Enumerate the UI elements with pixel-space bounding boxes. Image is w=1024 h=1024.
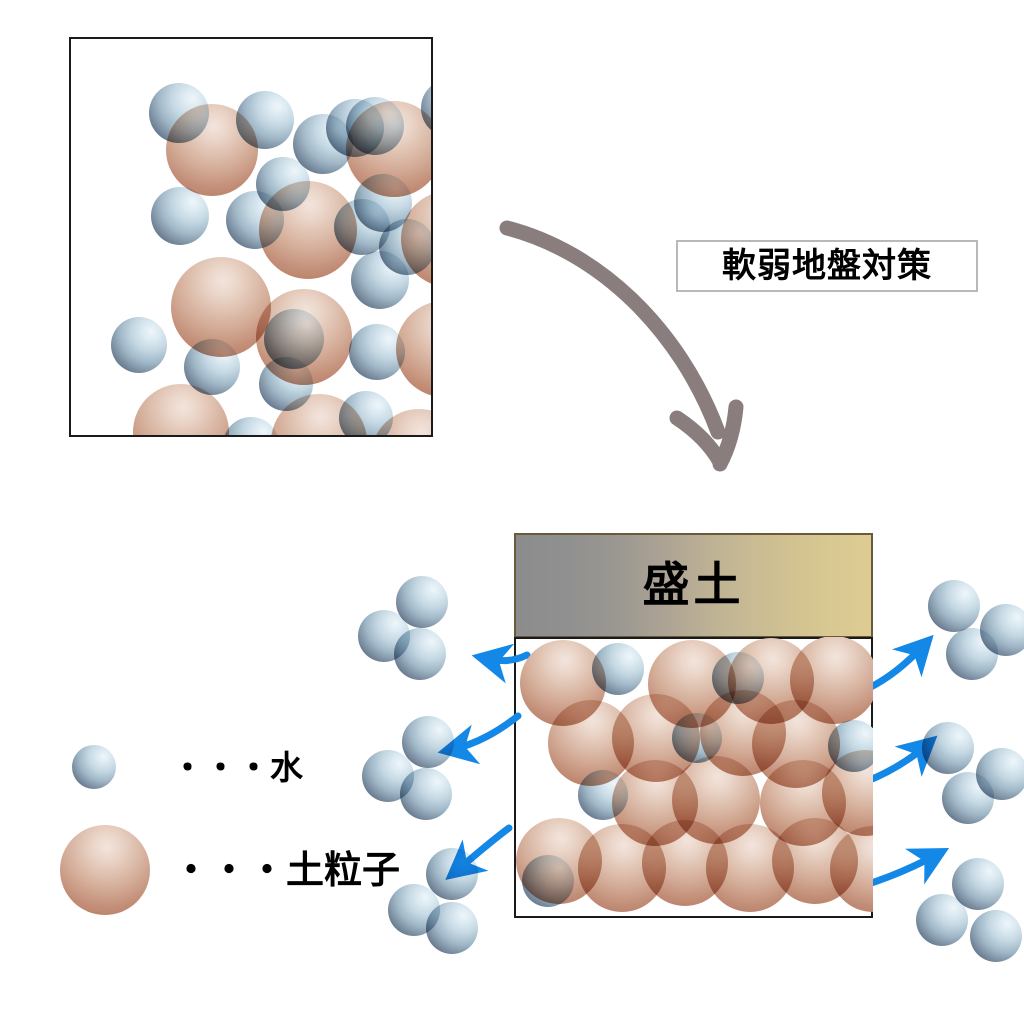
legend-item-soil: ・・・土粒子: [60, 825, 400, 915]
embankment-fill-label: 盛土: [642, 558, 745, 613]
water-sphere: [402, 716, 454, 768]
legend-label-soil: ・・・土粒子: [172, 848, 401, 892]
water-sphere: [184, 339, 240, 395]
countermeasure-callout: 軟弱地盤対策: [676, 240, 978, 292]
water-sphere: [400, 768, 452, 820]
water-sphere: [426, 902, 478, 954]
water-sphere: [149, 83, 209, 143]
legend: ・・・水 ・・・土粒子: [60, 735, 400, 925]
water-sphere: [922, 722, 974, 774]
water-sphere: [916, 894, 968, 946]
water-sphere: [259, 357, 313, 411]
water-sphere: [928, 580, 980, 632]
water-arrow-right-bottom: [858, 848, 950, 890]
water-sphere: [379, 219, 431, 275]
water-sphere: [339, 391, 393, 435]
water-arrow-left-middle: [437, 712, 522, 765]
legend-item-water: ・・・水: [72, 745, 303, 789]
water-sphere: [111, 317, 167, 373]
soil-particle-sphere-icon: [60, 825, 150, 915]
water-arrow-right-middle: [861, 735, 938, 786]
water-sphere: [256, 157, 310, 211]
water-sphere: [349, 324, 405, 380]
water-sphere: [236, 91, 294, 149]
water-sphere: [421, 79, 431, 137]
water-sphere: [970, 910, 1022, 962]
water-sphere: [578, 770, 628, 820]
water-sphere: [828, 720, 873, 772]
water-sphere: [326, 99, 384, 157]
loose-ground-particles: [71, 39, 431, 435]
countermeasure-callout-label: 軟弱地盤対策: [722, 246, 932, 286]
water-sphere-icon: [72, 745, 116, 789]
water-sphere: [394, 628, 446, 680]
water-arrow-right-top: [861, 634, 934, 694]
water-sphere: [522, 855, 574, 907]
water-sphere: [151, 187, 209, 245]
water-sphere: [942, 772, 994, 824]
soil-particle-sphere: [830, 826, 873, 912]
water-sphere: [426, 848, 478, 900]
water-sphere: [946, 628, 998, 680]
legend-label-water: ・・・水: [171, 747, 303, 787]
water-sphere: [223, 417, 279, 435]
embankment-fill-layer: 盛土: [514, 533, 873, 638]
water-sphere: [592, 643, 644, 695]
water-sphere: [712, 652, 764, 704]
water-sphere: [672, 713, 722, 763]
